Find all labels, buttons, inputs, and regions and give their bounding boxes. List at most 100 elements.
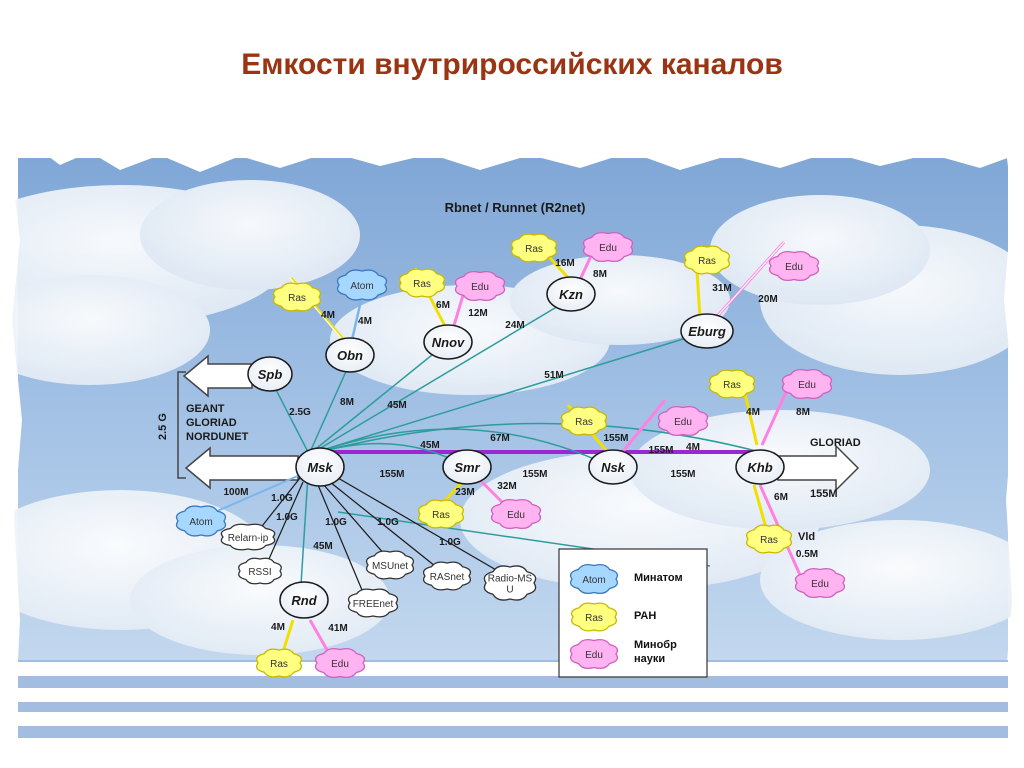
svg-text:Smr: Smr	[454, 460, 480, 475]
cloud-vld-edu[interactable]: Edu	[794, 567, 846, 599]
legend-cloud-atom[interactable]: Atom	[569, 563, 619, 595]
cloud-smr-edu-label: Edu	[507, 510, 525, 521]
cloud-eburg-edu-label: Edu	[785, 262, 803, 273]
cloud-vld-edu-label: Edu	[811, 579, 829, 590]
slide-title: Емкости внутрироссийских каналов	[241, 48, 783, 81]
legend-cloud-ras-label: Ras	[585, 613, 603, 624]
left-bracket	[177, 371, 186, 479]
cloud-nsk-ras[interactable]: Ras	[561, 406, 607, 436]
cloud-radio-ms[interactable]: Radio-MSU	[483, 565, 537, 601]
node-smr[interactable]: Smr	[442, 449, 492, 485]
node-rnd[interactable]: Rnd	[279, 581, 329, 619]
cloud-eburg-ras-label: Ras	[698, 256, 716, 267]
cloud-nnov-edu-label: Edu	[471, 282, 489, 293]
cloud-vld-ras[interactable]: Ras	[746, 524, 792, 554]
capacity-c-spb: 2.5G	[289, 407, 311, 418]
capacity-c-eburg-ras: 31M	[712, 283, 731, 294]
capacity-c-obn-ras: 4M	[321, 310, 335, 321]
capacity-c-smr-ras: 23M	[455, 487, 474, 498]
bottom-stripes	[18, 660, 1008, 768]
capacity-c-atom: 100M	[223, 487, 248, 498]
cloud-kzn-edu[interactable]: Edu	[582, 231, 634, 263]
capacity-labels: 2.5G8M4M4M6M12M45M16M8M24M31M20M51M67M45…	[223, 258, 818, 634]
network-title: Rbnet / Runnet (R2net)	[445, 200, 586, 215]
svg-text:Msk: Msk	[307, 460, 333, 475]
capacity-c-relarn: 1.0G	[271, 493, 293, 504]
capacity-c-rnd-ras: 4M	[271, 622, 285, 633]
node-kzn[interactable]: Kzn	[546, 276, 596, 312]
cloud-vld-ras-label: Ras	[760, 535, 778, 546]
cloud-obn-ras[interactable]: Ras	[272, 282, 322, 312]
cloud-kzn-edu-label: Edu	[599, 243, 617, 254]
capacity-c-obn-m: 8M	[340, 397, 354, 408]
label-gloriad-right: GLORIAD	[810, 437, 861, 449]
legend-cloud-edu[interactable]: Edu	[569, 638, 619, 670]
cloud-relarn-label: Relarn-ip	[228, 533, 269, 544]
cloud-rnd-ras[interactable]: Ras	[256, 648, 302, 678]
svg-text:Eburg: Eburg	[688, 324, 726, 339]
capacity-c-khb-edu: 8M	[796, 407, 810, 418]
legend-cloud-edu-label: Edu	[585, 650, 603, 661]
cloud-khb-edu[interactable]: Edu	[781, 368, 833, 400]
capacity-c-nnov-ras: 6M	[436, 300, 450, 311]
cloud-smr-edu[interactable]: Edu	[490, 498, 542, 530]
node-eburg[interactable]: Eburg	[680, 313, 734, 349]
cloud-rnd-edu[interactable]: Edu	[314, 647, 366, 679]
node-nsk[interactable]: Nsk	[588, 449, 638, 485]
arrow-right	[777, 444, 860, 492]
capacity-c-rasnet: 1.0G	[439, 537, 461, 548]
node-msk[interactable]: Msk	[295, 447, 345, 487]
cloud-obn-atom-label: Atom	[350, 281, 373, 292]
cloud-kzn-ras-label: Ras	[525, 244, 543, 255]
cloud-nnov-edu[interactable]: Edu	[454, 270, 506, 302]
label-gloriad-left: GLORIAD	[186, 417, 237, 429]
capacity-c-kzn-edu: 8M	[593, 269, 607, 280]
legend-ras-text: РАН	[634, 610, 656, 622]
capacity-c-ms2: 1.0G	[377, 517, 399, 528]
cloud-rasnet[interactable]: RASnet	[422, 561, 472, 591]
svg-text:Spb: Spb	[258, 367, 283, 382]
legend-edu-text-1: Минобр	[634, 639, 677, 651]
cloud-obn-atom[interactable]: Atom	[336, 269, 388, 301]
legend-cloud-ras[interactable]: Ras	[571, 602, 617, 632]
label-2-5g-vertical: 2.5 G	[157, 413, 169, 440]
svg-text:Kzn: Kzn	[559, 287, 583, 302]
cloud-eburg-edu[interactable]: Edu	[768, 250, 820, 282]
cloud-khb-ras-label: Ras	[723, 380, 741, 391]
cloud-kzn-ras[interactable]: Ras	[511, 233, 557, 263]
node-nnov[interactable]: Nnov	[423, 324, 473, 360]
cloud-nnov-ras[interactable]: Ras	[399, 268, 445, 298]
nodes: Msk Spb Obn Nnov Kzn Eburg Smr Nsk	[247, 276, 785, 619]
capacity-c-smr-m: 45M	[420, 440, 439, 451]
capacity-c-rnd-edu: 41M	[328, 623, 347, 634]
capacity-c-smr-edu: 32M	[497, 481, 516, 492]
node-spb[interactable]: Spb	[247, 356, 293, 392]
cloud-nsk-edu[interactable]: Edu	[657, 405, 709, 437]
cloud-relarn[interactable]: Relarn-ip	[220, 523, 276, 551]
node-khb[interactable]: Khb	[735, 449, 785, 485]
svg-text:Nsk: Nsk	[601, 460, 626, 475]
cloud-msk-atom[interactable]: Atom	[175, 505, 227, 537]
cloud-radio-ms-label: U	[506, 585, 513, 596]
right-labels: GLORIAD 155M	[810, 437, 861, 500]
cloud-rssi[interactable]: RSSI	[238, 557, 282, 585]
cloud-freenet[interactable]: FREEnet	[347, 588, 399, 618]
label-gloriad-cap: 155M	[810, 488, 838, 500]
svg-text:Rnd: Rnd	[291, 593, 317, 608]
cloud-eburg-ras[interactable]: Ras	[684, 245, 730, 275]
capacity-c-nsk-m: 67M	[490, 433, 509, 444]
capacity-c-eburg-m: 51M	[544, 370, 563, 381]
capacity-c-nnov-edu: 12M	[468, 308, 487, 319]
node-vld-label: Vld	[798, 531, 815, 543]
node-obn[interactable]: Obn	[325, 337, 375, 373]
cloud-msunet-label: MSUnet	[372, 561, 408, 572]
cloud-nsk-edu-label: Edu	[674, 417, 692, 428]
cloud-khb-ras[interactable]: Ras	[709, 369, 755, 399]
cloud-msk-atom-label: Atom	[189, 517, 212, 528]
cloud-radio-ms-label: Radio-MS	[488, 574, 533, 585]
capacity-c-nsk-khb: 4M	[686, 442, 700, 453]
cloud-smr-ras[interactable]: Ras	[418, 499, 464, 529]
cloud-msunet[interactable]: MSUnet	[365, 550, 415, 580]
